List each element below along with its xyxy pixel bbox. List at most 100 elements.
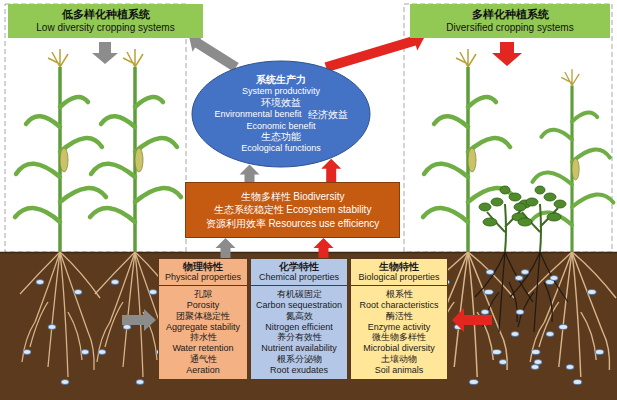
frame-dashed xyxy=(404,4,612,252)
text-row: 持水性 xyxy=(162,332,244,343)
label-text: 资源利用效率 Resources use efficiency xyxy=(206,217,380,231)
text-row: Diversified cropping systems xyxy=(414,22,606,35)
label-text: 经济效益 xyxy=(308,109,348,121)
label-text: 生物特性 xyxy=(379,261,419,272)
text-row: 孔隙 xyxy=(162,289,244,300)
label-text: Soil animals xyxy=(375,365,424,376)
side-arrow xyxy=(122,309,156,331)
soil-line xyxy=(0,252,617,254)
label-text: Root exudates xyxy=(270,365,328,376)
label-text: 低多样化种植系统 xyxy=(62,8,150,22)
text-row: 有机碳固定 xyxy=(254,289,344,300)
text-row: 多样化种植系统 xyxy=(414,8,606,22)
down-arrow xyxy=(492,42,522,66)
text-row: 资源利用效率 Resources use efficiency xyxy=(190,217,395,231)
box-header: 生物特性Biological properties xyxy=(351,261,447,286)
label-text: Economic benefit xyxy=(246,121,315,132)
box-body: 根系性Root characteristics酶活性Enzyme activit… xyxy=(354,289,444,375)
label-text: Porosity xyxy=(187,300,220,311)
block-arrow xyxy=(240,165,260,182)
label-text: Physical properties xyxy=(165,272,241,283)
label-text: 通气性 xyxy=(190,354,217,365)
label-text: Root characteristics xyxy=(359,300,438,311)
property-box: 物理特性Physical properties孔隙Porosity团聚体稳定性A… xyxy=(158,258,248,380)
text-row: 氮高效 xyxy=(254,311,344,322)
node-content: 低多样化种植系统Low diversity cropping systems xyxy=(12,8,199,34)
text-row: Root characteristics xyxy=(354,300,444,311)
block-arrow xyxy=(321,159,341,182)
text-row: Root exudates xyxy=(254,365,344,376)
label-text: Diversified cropping systems xyxy=(446,22,573,35)
system-banner: 多样化种植系统Diversified cropping systems xyxy=(410,4,610,38)
text-row: Aeration xyxy=(162,365,244,376)
text-row: Porosity xyxy=(162,300,244,311)
text-row: Microbial diversity xyxy=(354,343,444,354)
property-box: 生物特性Biological properties 根系性Root charact… xyxy=(350,258,448,380)
block-arrow xyxy=(216,238,236,258)
text-row: Low diversity cropping systems xyxy=(12,22,199,35)
label-text: Aggregate stability xyxy=(166,322,240,333)
label-text: Water retention xyxy=(172,343,233,354)
text-row: 微生物多样性 xyxy=(354,332,444,343)
text-row: 生态功能 xyxy=(191,131,371,143)
soil-band xyxy=(0,252,617,400)
label-text: Carbon sequestration xyxy=(256,300,342,311)
label-text: 根系性 xyxy=(386,289,413,300)
label-text: Enzyme activity xyxy=(368,322,431,333)
text-row: 生物特性 xyxy=(351,261,447,272)
text-row: Economic benefit xyxy=(191,121,371,132)
text-row: 生物多样性 Biodiversity xyxy=(190,190,395,204)
text-row: Physical properties xyxy=(159,272,247,283)
text-row: 通气性 xyxy=(162,354,244,365)
label-text: 有机碳固定 xyxy=(277,289,322,300)
text-row: 养分有效性 xyxy=(254,332,344,343)
text-row: Soil animals xyxy=(354,365,444,376)
text-row: 环境效益 xyxy=(191,97,371,109)
label-text: Chemical properties xyxy=(259,272,339,283)
label-text: Aeration xyxy=(186,365,220,376)
down-arrow xyxy=(92,42,118,64)
text-row: Chemical properties xyxy=(251,272,347,283)
label-text: System productivity xyxy=(242,86,320,97)
box-body: 孔隙Porosity团聚体稳定性Aggregate stability持水性Wa… xyxy=(162,289,244,375)
text-row: 团聚体稳定性 xyxy=(162,311,244,322)
text-row: 土壤动物 xyxy=(354,354,444,365)
label-text: 根系分泌物 xyxy=(277,354,322,365)
label-text: Biological properties xyxy=(358,272,439,283)
text-row: System productivity xyxy=(191,86,371,97)
box-header: 化学特性Chemical properties xyxy=(251,261,347,286)
label-text: 物理特性 xyxy=(183,261,223,272)
text-row: Biological properties xyxy=(351,272,447,283)
mechanism-box: 生物多样性 Biodiversity生态系统稳定性 Ecosystem stab… xyxy=(185,182,400,238)
text-row: Nutrient availability xyxy=(254,343,344,354)
label-text: 土壤动物 xyxy=(381,354,417,365)
label-text: Nitrogen efficient xyxy=(265,322,332,333)
label-text: 多样化种植系统 xyxy=(472,8,549,22)
label-text: Low diversity cropping systems xyxy=(36,22,174,35)
label-text: 孔隙 xyxy=(194,289,212,300)
left-plants xyxy=(15,49,181,385)
box-header: 物理特性Physical properties xyxy=(159,261,247,286)
node-content: 多样化种植系统Diversified cropping systems xyxy=(414,8,606,34)
text-row: 根系分泌物 xyxy=(254,354,344,365)
label-text: 持水性 xyxy=(190,332,217,343)
label-text: 微生物多样性 xyxy=(372,332,426,343)
node-content: 生物多样性 Biodiversity生态系统稳定性 Ecosystem stab… xyxy=(190,190,395,231)
label-text: Environmental benefit xyxy=(214,109,301,121)
label-text: 系统生产力 xyxy=(256,74,306,86)
label-text: 生态系统稳定性 Ecosystem stability xyxy=(214,203,372,217)
label-text: 养分有效性 xyxy=(277,332,322,343)
text-row: 生态系统稳定性 Ecosystem stability xyxy=(190,203,395,217)
node-content: 系统生产力System productivity环境效益Environmenta… xyxy=(191,74,371,154)
text-row: Environmental benefit 经济效益 xyxy=(191,109,371,121)
label-text: Ecological functions xyxy=(241,143,321,154)
node-content: 生物特性Biological properties 根系性Root charact… xyxy=(354,261,444,376)
label-text: Nutrient availability xyxy=(261,343,337,354)
text-row: 酶活性 xyxy=(354,311,444,322)
text-row: Enzyme activity xyxy=(354,322,444,333)
text-row: Ecological functions xyxy=(191,143,371,154)
text-row: 低多样化种植系统 xyxy=(12,8,199,22)
label-text: 团聚体稳定性 xyxy=(176,311,230,322)
frame-dashed xyxy=(5,4,186,252)
label-text: 氮高效 xyxy=(286,311,313,322)
